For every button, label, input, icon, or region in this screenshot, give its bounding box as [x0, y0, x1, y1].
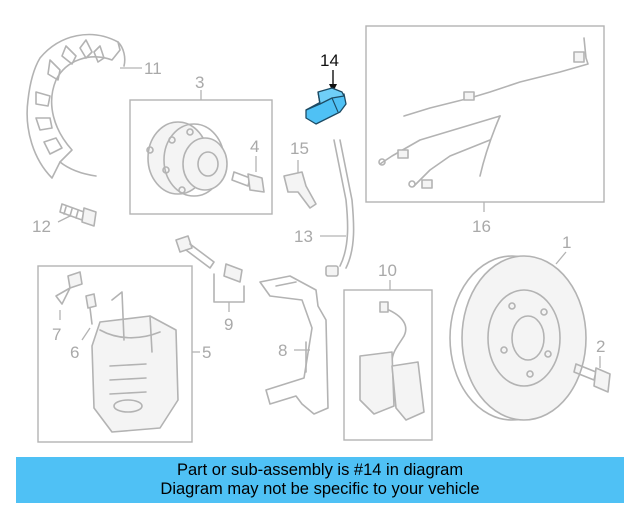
exploded-parts-diagram: 11 12 3 4 14 [26, 25, 611, 443]
callout-14: 14 [320, 51, 339, 70]
callout-4: 4 [250, 137, 259, 156]
callout-3: 3 [195, 73, 204, 92]
banner-line-2: Diagram may not be specific to your vehi… [160, 480, 480, 498]
callout-12: 12 [32, 217, 51, 236]
part-10-brake-pads[interactable]: 10 [343, 261, 433, 441]
part-5-caliper[interactable]: 5 7 6 [37, 265, 211, 443]
part-2-rotor-screw[interactable]: 2 [573, 337, 611, 393]
part-9-guide-pins[interactable]: 9 [175, 235, 245, 334]
part-12-bolt[interactable]: 12 [32, 203, 97, 236]
callout-2: 2 [596, 337, 605, 356]
part-15-sensor-bracket[interactable]: 15 [283, 139, 317, 209]
callout-6: 6 [70, 343, 79, 362]
part-3-wheel-hub[interactable]: 3 [129, 73, 273, 215]
callout-11: 11 [144, 59, 162, 78]
callout-13: 13 [294, 227, 313, 246]
part-1-brake-rotor[interactable]: 1 [449, 233, 587, 421]
callout-1: 1 [562, 233, 571, 252]
callout-7: 7 [52, 325, 61, 344]
part-7-bleeder-cap [67, 271, 83, 289]
part-16-wear-sensor-harness[interactable]: 16 [365, 25, 605, 236]
part-14-bracket-highlighted[interactable]: 14 [305, 51, 347, 125]
part-8-caliper-bracket[interactable]: 8 [259, 275, 329, 415]
callout-15: 15 [290, 139, 309, 158]
banner-line-1: Part or sub-assembly is #14 in diagram [176, 461, 464, 479]
info-banner: Part or sub-assembly is #14 in diagram D… [16, 457, 624, 503]
callout-9: 9 [224, 315, 233, 334]
callout-16: 16 [472, 217, 491, 236]
part-13-brake-hose[interactable]: 13 [294, 139, 355, 277]
part-4-hub-bolt[interactable]: 4 [231, 137, 265, 193]
callout-10: 10 [378, 261, 397, 280]
callout-8: 8 [278, 341, 287, 360]
callout-5: 5 [202, 343, 211, 362]
part-11-dust-shield[interactable]: 11 [26, 33, 162, 179]
